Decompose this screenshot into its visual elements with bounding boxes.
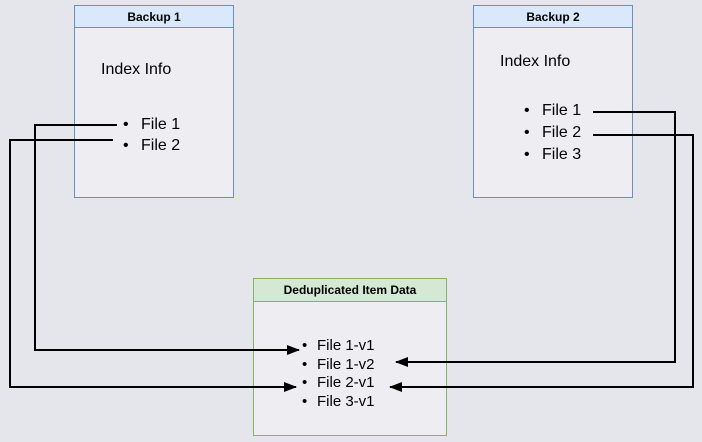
dedup-item-list: File 1-v1File 1-v2File 2-v1File 3-v1 — [302, 337, 375, 411]
backup1-file-list: File 1File 2 — [123, 114, 180, 156]
dedup-item: File 1-v1 — [302, 337, 375, 356]
backup2-box: Backup 2 Index Info File 1File 2File 3 — [473, 5, 633, 198]
dedup-box: Deduplicated Item Data File 1-v1File 1-v… — [253, 278, 447, 436]
backup2-title: Backup 2 — [474, 6, 632, 28]
backup2-file-item: File 3 — [524, 144, 581, 166]
backup2-file-list: File 1File 2File 3 — [524, 100, 581, 166]
dedup-item: File 3-v1 — [302, 393, 375, 412]
backup2-file-item: File 1 — [524, 100, 581, 122]
backup1-title: Backup 1 — [75, 6, 233, 28]
backup1-file-item: File 1 — [123, 114, 180, 135]
backup1-index-label: Index Info — [101, 61, 172, 78]
backup2-file-item: File 2 — [524, 122, 581, 144]
backup2-index-label: Index Info — [500, 53, 571, 70]
dedup-item: File 2-v1 — [302, 374, 375, 393]
dedup-title: Deduplicated Item Data — [254, 279, 446, 302]
dedup-item: File 1-v2 — [302, 356, 375, 375]
backup1-box: Backup 1 Index Info File 1File 2 — [74, 5, 234, 198]
backup1-file-item: File 2 — [123, 135, 180, 156]
